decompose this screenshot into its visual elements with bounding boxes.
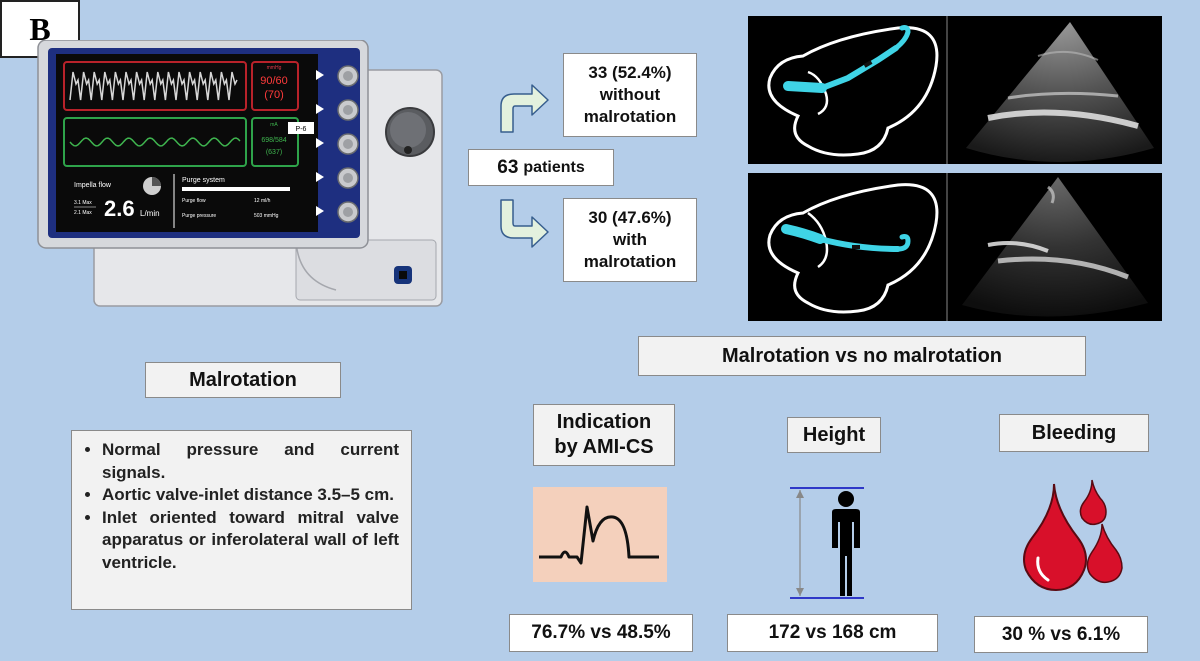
current-unit: mA — [270, 122, 278, 128]
person-height-icon — [790, 487, 864, 599]
flow-value: 2.6 — [104, 196, 135, 221]
bleeding-title: Bleeding — [999, 414, 1149, 452]
indication-title-line: by AMI-CS — [554, 436, 654, 458]
group-label: with — [613, 230, 647, 249]
criteria-item: Normal pressure and current signals. — [102, 439, 399, 484]
comparison-title: Malrotation vs no malrotation — [638, 336, 1086, 376]
p-level: P-6 — [296, 126, 307, 133]
criteria-item: Aortic valve-inlet distance 3.5–5 cm. — [102, 484, 399, 507]
purge-pressure-value: 503 mmHg — [254, 213, 279, 219]
indication-title: Indication by AMI-CS — [533, 404, 675, 466]
echo-panel-no-malrotation — [748, 16, 1162, 164]
echocardiogram-image — [966, 22, 1154, 162]
malrotation-criteria: Normal pressure and current signals. Aor… — [71, 430, 412, 610]
group-with-malrotation: 30 (47.6%) with malrotation — [563, 198, 697, 282]
group-count: 30 (47.6%) — [588, 208, 672, 227]
curved-arrow-icon — [500, 199, 549, 248]
height-result: 172 vs 168 cm — [727, 614, 938, 652]
bleeding-result: 30 % vs 6.1% — [974, 616, 1148, 653]
group-label: without — [599, 85, 661, 104]
curved-arrow-icon — [500, 84, 549, 133]
pressure-value: 90/60 — [260, 75, 288, 87]
purge-system-label: Purge system — [182, 177, 225, 184]
group-label: malrotation — [583, 252, 677, 271]
current-mean: (637) — [266, 149, 282, 156]
heart-catheter-schematic-icon — [767, 25, 939, 157]
height-title: Height — [787, 417, 881, 453]
impella-console-icon: mmHg 90/60 (70) mA 698/584 (637) P-6 Imp… — [37, 40, 443, 307]
pressure-mean: (70) — [264, 89, 284, 101]
impella-flow-label: Impella flow — [74, 182, 112, 189]
malrotation-title: Malrotation — [145, 362, 341, 398]
current-waveform — [69, 137, 241, 147]
pressure-unit: mmHg — [267, 65, 282, 71]
purge-pressure-label: Purge pressure — [182, 213, 216, 219]
group-count: 33 (52.4%) — [588, 63, 672, 82]
criteria-item: Inlet oriented toward mitral valve appar… — [102, 507, 399, 575]
blood-drops-icon — [1023, 479, 1123, 592]
heart-catheter-schematic-icon — [767, 183, 939, 314]
echo-panel-malrotation — [748, 173, 1162, 321]
total-patients-label: patients — [523, 158, 585, 176]
indication-title-line: Indication — [556, 411, 652, 433]
indication-result: 76.7% vs 48.5% — [509, 614, 693, 652]
pressure-waveform — [69, 71, 238, 101]
flow-unit: L/min — [140, 209, 160, 218]
group-label: malrotation — [583, 107, 677, 126]
purge-flow-value: 12 ml/h — [254, 198, 271, 204]
ecg-icon — [533, 487, 667, 582]
purge-flow-label: Purge flow — [182, 198, 206, 204]
max-bottom: 2.1 Max — [74, 210, 92, 216]
total-patients-count: 63 — [497, 156, 519, 178]
current-value: 698/584 — [261, 137, 286, 144]
echocardiogram-image — [962, 177, 1148, 317]
group-without-malrotation: 33 (52.4%) without malrotation — [563, 53, 697, 137]
max-top: 3.1 Max — [74, 200, 92, 206]
console-buttons — [316, 65, 359, 223]
